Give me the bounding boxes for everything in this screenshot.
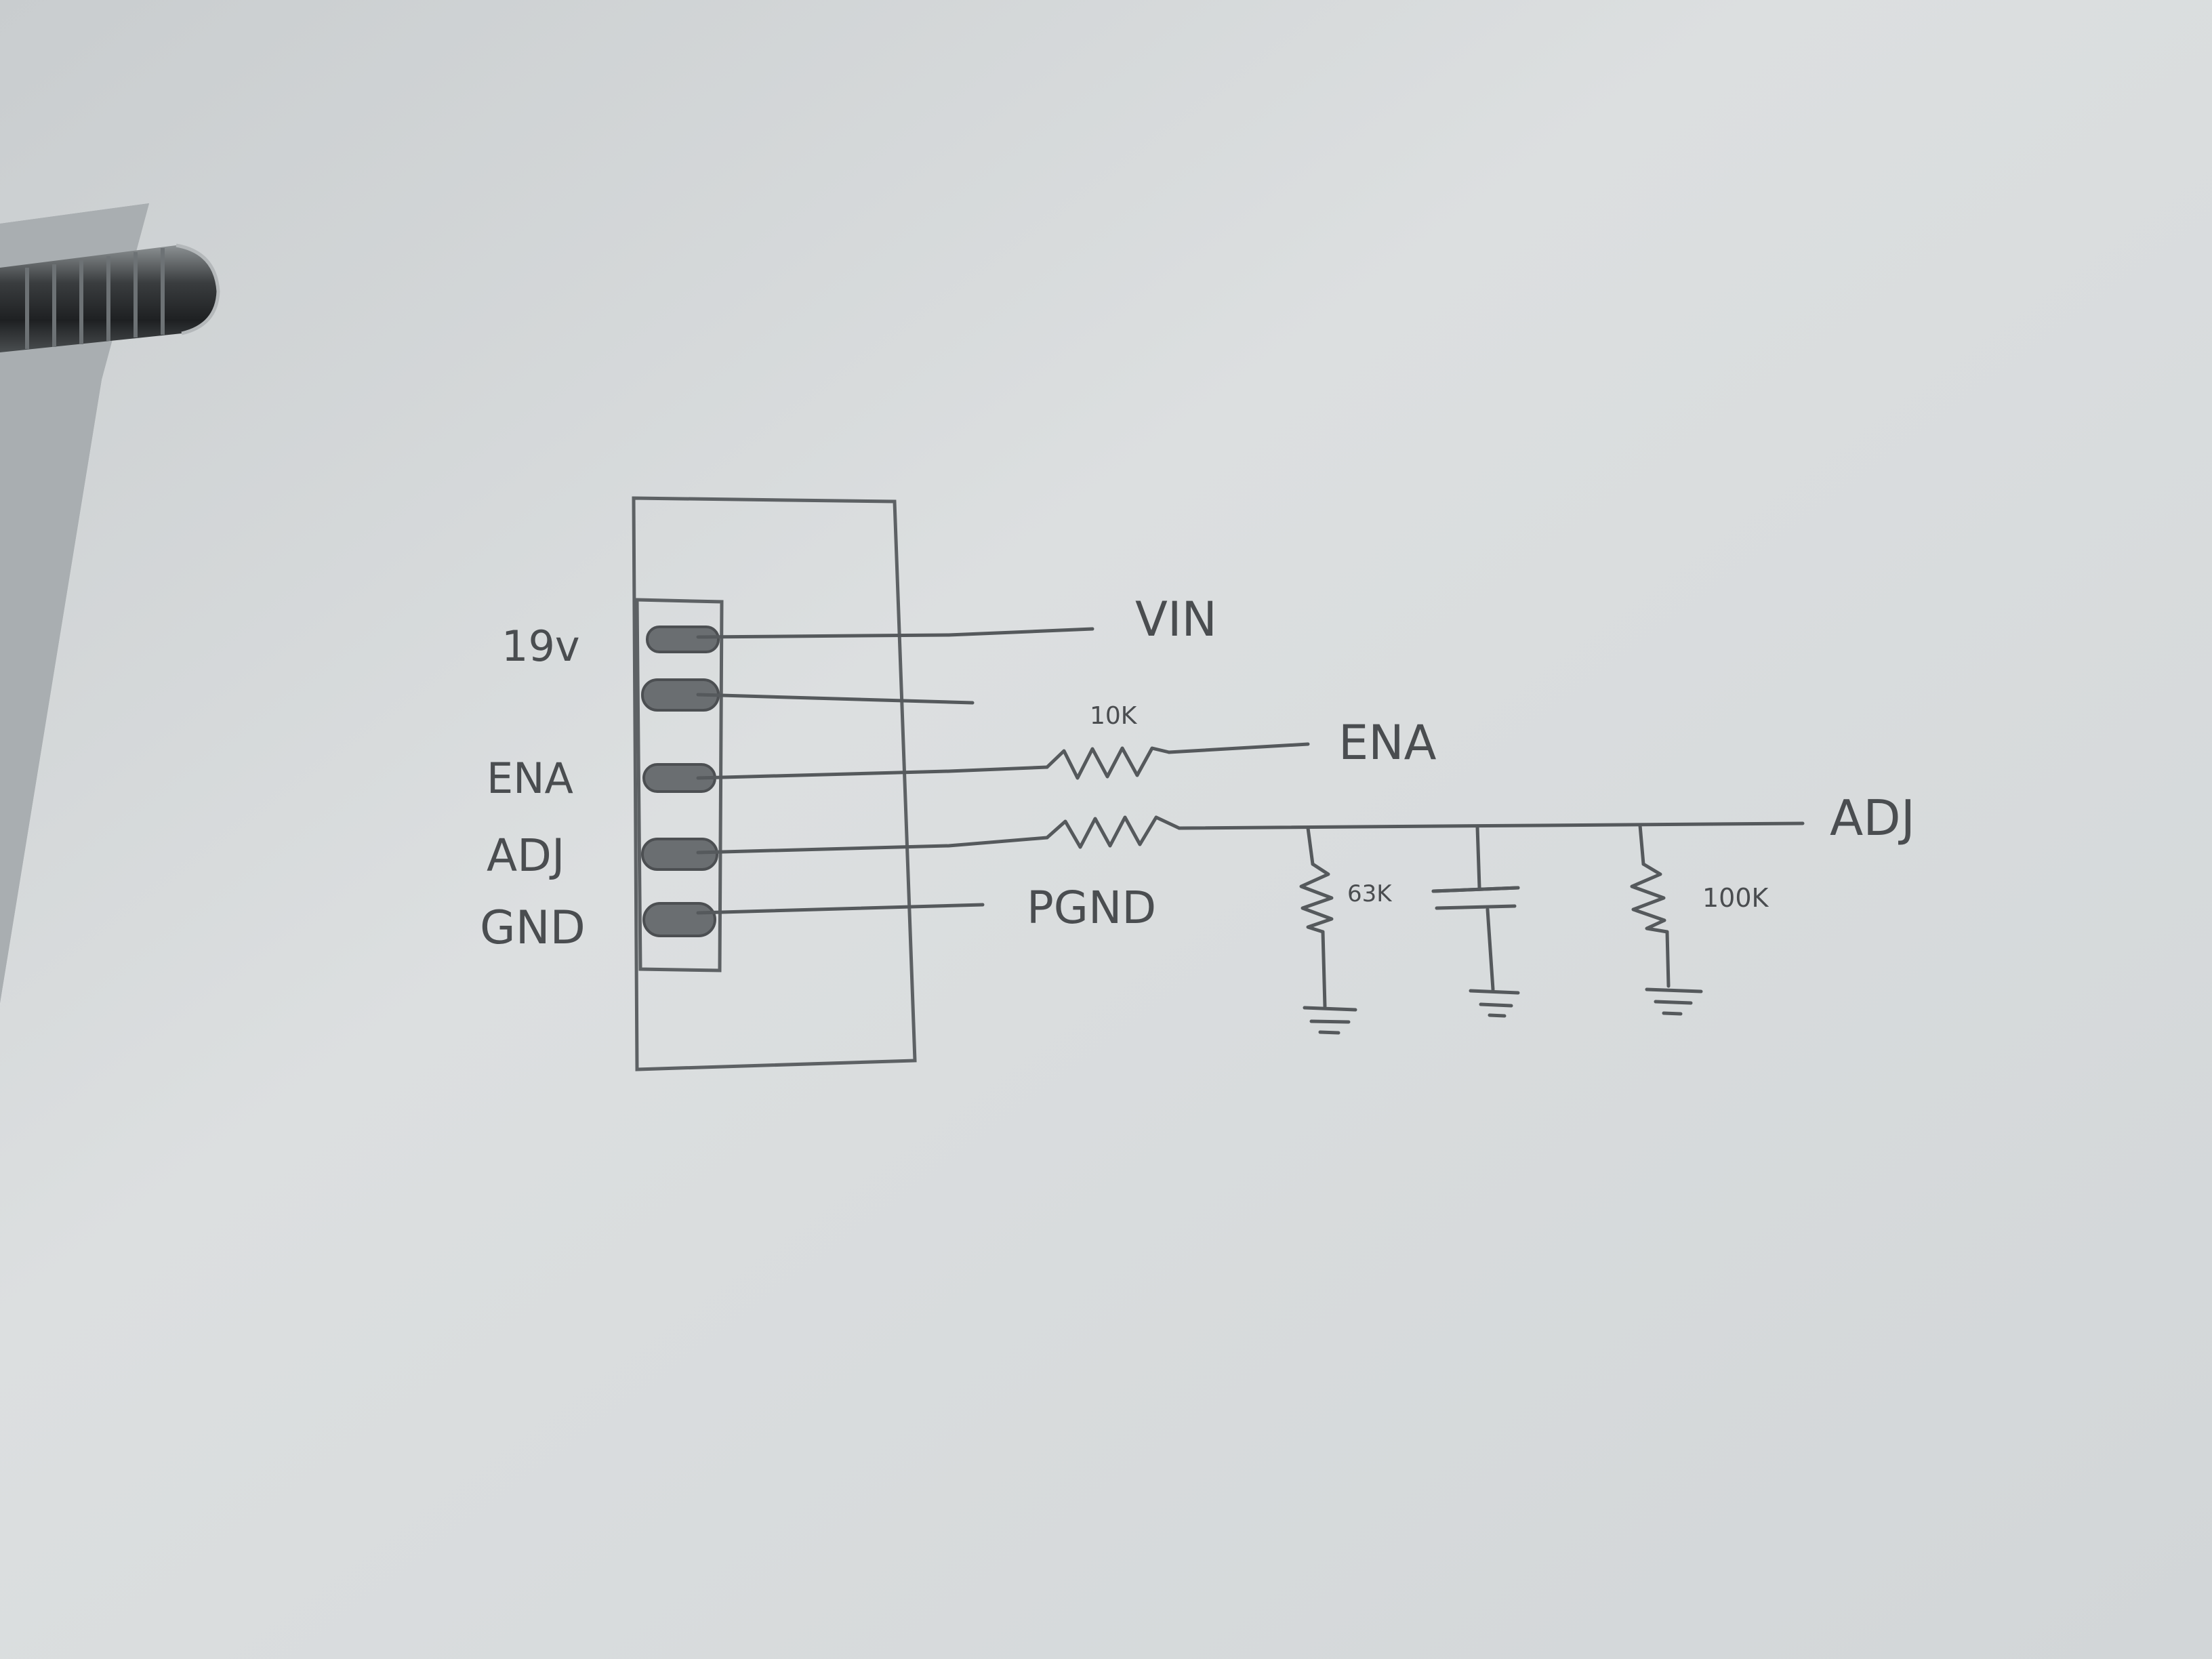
pin-label-gnd: GND xyxy=(480,901,586,955)
wires xyxy=(696,627,1805,1035)
net-label-ena: ENA xyxy=(1338,715,1437,771)
net-label-pgnd: PGND xyxy=(1027,882,1156,934)
net-label-vin: VIN xyxy=(1135,592,1217,647)
pin-label-ena: ENA xyxy=(487,754,573,803)
resistor-63k-icon xyxy=(1299,862,1334,934)
module-box xyxy=(632,496,917,1071)
paper-edge-shadow xyxy=(0,203,149,1003)
resistor-r-ena-icon xyxy=(1045,746,1171,780)
pin-label-19v: 19v xyxy=(501,621,580,671)
value-label-10k: 10K xyxy=(1090,702,1138,730)
pin-label-adj: ADJ xyxy=(487,830,565,882)
net-label-adj: ADJ xyxy=(1830,790,1915,846)
resistor-r-adj-icon xyxy=(1045,815,1181,849)
value-label-100k: 100K xyxy=(1702,883,1769,913)
pen-cap-icon xyxy=(0,243,220,352)
resistor-100k-icon xyxy=(1630,862,1669,934)
value-label-63k: 63K xyxy=(1347,880,1393,907)
capacitor-icon xyxy=(1431,886,1520,893)
